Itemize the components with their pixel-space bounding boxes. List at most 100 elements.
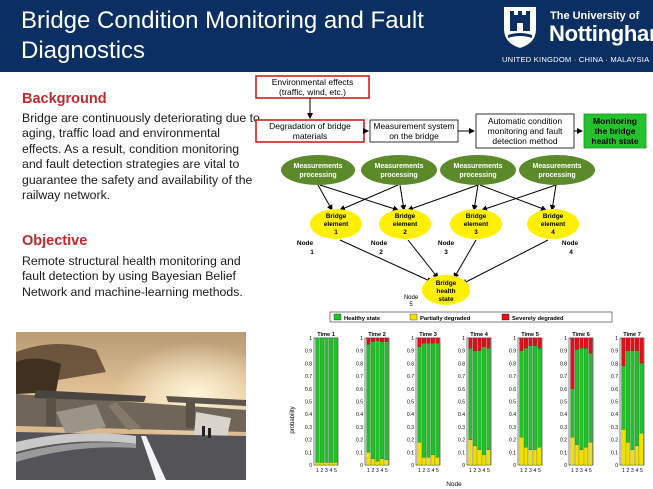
legend-entry: Healthy state [344, 316, 381, 322]
bar-segment [583, 337, 588, 349]
bar-segment [366, 452, 371, 466]
bar-segment [384, 337, 389, 342]
bar-segment [421, 337, 426, 344]
bar-segment [421, 343, 426, 458]
legend-entry: Partially degraded [420, 316, 471, 322]
monitor-health-box [583, 113, 647, 149]
bar-segment [481, 337, 486, 347]
bar-segment [634, 445, 639, 466]
el1-node-num: 1 [310, 249, 314, 256]
panel-title: Time 1 [317, 332, 335, 338]
bar-segment [621, 365, 626, 430]
y-tick-label: 0.5 [560, 400, 567, 406]
mon-line1: Monitoring [593, 116, 637, 126]
bar-segment [532, 337, 537, 346]
el3-node: Node [438, 240, 455, 247]
proc2-line1: Measurements [374, 163, 423, 170]
y-tick-label: 0 [513, 463, 516, 469]
bar-segment [634, 337, 639, 351]
y-tick-label: 0.4 [407, 412, 414, 418]
bar-segment [537, 447, 542, 466]
y-tick-label: 0.2 [407, 438, 414, 444]
proc3-line2: processing [459, 172, 496, 179]
y-tick-label: 0.5 [611, 400, 618, 406]
y-tick-label: 1 [615, 336, 618, 342]
y-tick-label: 0.1 [356, 450, 363, 456]
el3-line2: element [464, 221, 489, 228]
x-axis-label: Node [446, 481, 462, 488]
logo-tagline: UNITED KINGDOM · CHINA · MALAYSIA [502, 55, 650, 64]
bar-segment [468, 439, 473, 466]
x-tick-label: 1 [571, 468, 574, 474]
y-tick-label: 0.5 [305, 400, 312, 406]
bar-segment [430, 343, 435, 455]
x-tick-label: 5 [385, 468, 388, 474]
env-line2: (traffic, wind, etc.) [279, 87, 346, 97]
bar-segment [375, 340, 380, 462]
page-title: Bridge Condition Monitoring and Fault Di… [21, 7, 424, 64]
bar-segment [523, 348, 528, 448]
el4-node-num: 4 [569, 249, 573, 256]
x-tick-label: 2 [525, 468, 528, 474]
y-tick-label: 0.9 [458, 349, 465, 355]
el3-line3: 3 [474, 229, 478, 236]
bar-segment [468, 348, 473, 440]
health-node-num: 5 [409, 302, 413, 308]
y-tick-label: 0.8 [560, 361, 567, 367]
y-tick-label: 0.7 [305, 374, 312, 380]
y-tick-label: 0.7 [356, 374, 363, 380]
x-tick-label: 1 [469, 468, 472, 474]
x-tick-label: 4 [483, 468, 486, 474]
x-tick-label: 4 [585, 468, 588, 474]
y-tick-label: 0.7 [560, 374, 567, 380]
panel-title: Time 5 [521, 332, 539, 338]
collapsed-bridge-photo [16, 332, 246, 480]
legend-box [329, 311, 613, 323]
y-tick-label: 0 [360, 463, 363, 469]
el2-node: Node [371, 240, 388, 247]
bar-segment [319, 462, 324, 466]
bar-segment [379, 341, 384, 459]
el2-line1: Bridge [395, 213, 416, 220]
el4-node: Node [562, 240, 579, 247]
bar-segment [319, 337, 324, 463]
bridge-element-node-1 [310, 209, 362, 239]
y-tick-label: 0.4 [458, 412, 465, 418]
y-tick-label: 0.6 [407, 387, 414, 393]
bar-segment [366, 344, 371, 453]
bar-segment [375, 337, 380, 341]
bar-segment [574, 337, 579, 350]
university-crest-icon [504, 7, 536, 48]
x-tick-label: 3 [529, 468, 532, 474]
legend-swatch [501, 313, 510, 321]
y-tick-label: 0.3 [407, 425, 414, 431]
bar-segment [435, 343, 440, 458]
bar-segment [333, 462, 338, 466]
x-tick-label: 2 [627, 468, 630, 474]
x-tick-label: 1 [622, 468, 625, 474]
y-tick-label: 0.6 [458, 387, 465, 393]
bar-segment [519, 436, 524, 466]
processing-node-4 [519, 155, 595, 185]
x-tick-label: 5 [589, 468, 592, 474]
bar-segment [519, 337, 524, 351]
y-tick-label: 0.8 [305, 361, 312, 367]
panel-title: Time 7 [623, 332, 641, 338]
x-tick-label: 5 [334, 468, 337, 474]
health-line2: health [436, 288, 455, 295]
bridge-element-node-4 [527, 209, 579, 239]
y-tick-label: 0.7 [611, 374, 618, 380]
x-tick-label: 2 [474, 468, 477, 474]
bar-segment [630, 449, 635, 466]
y-tick-label: 1 [309, 336, 312, 342]
y-tick-label: 0.8 [509, 361, 516, 367]
y-tick-label: 1 [411, 336, 414, 342]
x-tick-label: 4 [534, 468, 537, 474]
x-tick-label: 1 [418, 468, 421, 474]
x-tick-label: 5 [487, 468, 490, 474]
bar-segment [472, 445, 477, 466]
